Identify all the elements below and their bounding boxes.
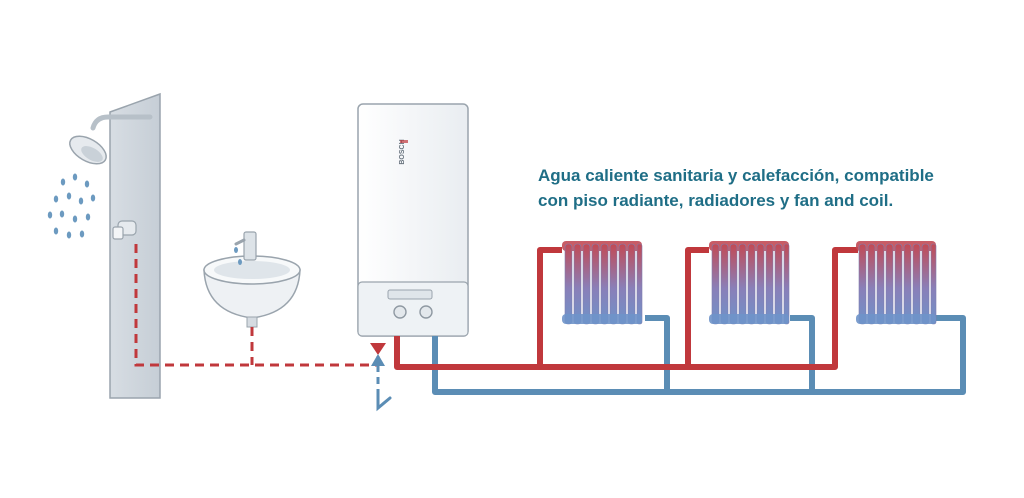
shower-head-icon [69, 135, 107, 165]
hot-water-arrow [370, 343, 386, 355]
radiator-icon [562, 241, 937, 325]
shower-arm [90, 114, 153, 131]
boiler-brand-label: BOSCH [399, 139, 406, 164]
boiler-knob-left [393, 305, 407, 319]
caption-line-1: Agua caliente sanitaria y calefacción, c… [538, 166, 934, 185]
boiler-icon: BOSCH [357, 103, 469, 337]
faucet-icon [234, 231, 257, 265]
sink-unit [203, 231, 301, 328]
radiator-1 [562, 241, 643, 325]
cold-water-inlet [371, 354, 392, 412]
caption-line-2: con piso radiante, radiadores y fan and … [538, 191, 894, 210]
water-drops [47, 173, 96, 239]
radiator-3 [856, 241, 937, 325]
diagram-caption: Agua caliente sanitaria y calefacción, c… [538, 163, 998, 213]
heating-return-pipe [432, 315, 966, 395]
shower-valve [112, 220, 137, 240]
shower-unit [47, 92, 161, 399]
boiler-knob-right [419, 305, 433, 319]
heating-supply-pipe [394, 247, 858, 370]
boiler-display [387, 289, 433, 300]
radiator-2 [709, 241, 790, 325]
